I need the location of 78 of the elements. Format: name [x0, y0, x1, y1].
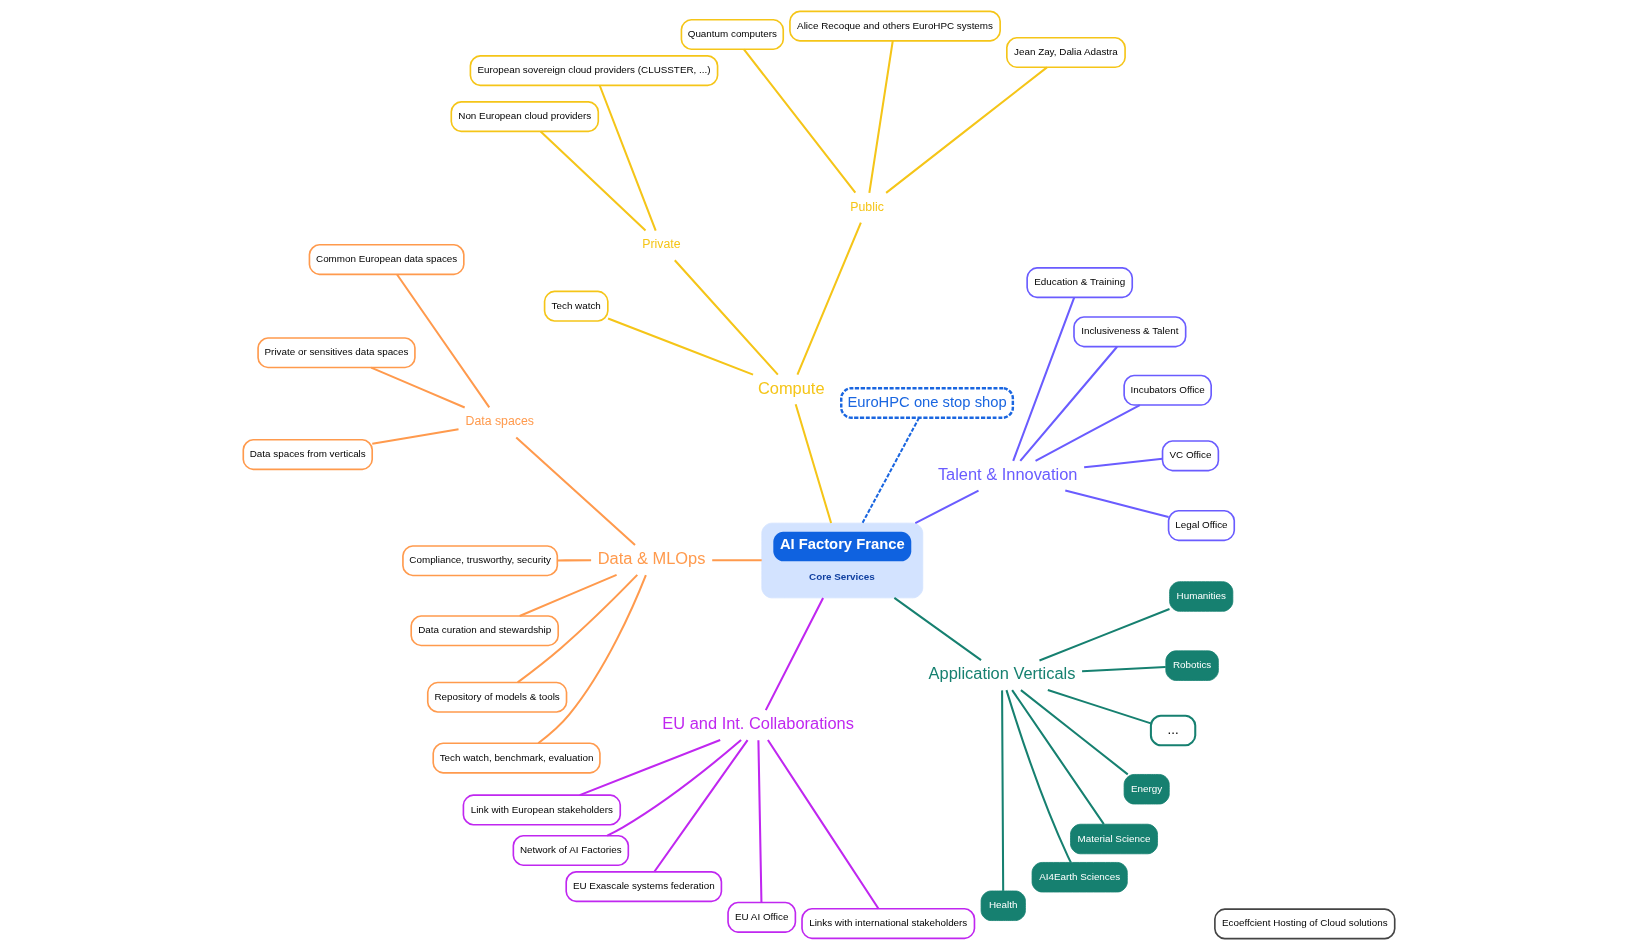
connector — [1011, 689, 1105, 825]
connector — [1005, 689, 1072, 863]
connector — [794, 403, 833, 524]
connector — [712, 559, 762, 562]
connector — [539, 130, 647, 232]
node-box: EuroHPC one stop shop — [840, 386, 1015, 419]
connector — [1084, 457, 1163, 469]
connector — [796, 222, 862, 375]
connector — [893, 597, 982, 662]
connector — [1035, 404, 1141, 462]
connector — [1082, 665, 1166, 673]
connector — [861, 417, 920, 524]
node-text: Talent & Innovation — [937, 464, 1078, 483]
node-box: VC Office — [1161, 440, 1220, 472]
connector — [868, 40, 894, 194]
connector — [598, 85, 657, 231]
node-box: EU Exascale systems federation — [565, 871, 723, 903]
node-box: Robotics — [1165, 650, 1219, 681]
node-box: Quantum computers — [680, 18, 785, 51]
connector — [396, 273, 491, 408]
connector — [1001, 690, 1005, 891]
node-box: ... — [1149, 714, 1197, 747]
node-box: Repository of models & tools — [426, 681, 568, 713]
node-box: Education & Training — [1026, 267, 1134, 299]
connector — [515, 436, 636, 546]
connector — [1012, 297, 1076, 462]
node-box: Link with European stakeholders — [462, 794, 622, 826]
node-box: Inclusiveness & Talent — [1073, 316, 1187, 348]
node-box: Health — [980, 890, 1026, 921]
node-box: Data curation and stewardship — [410, 615, 560, 647]
node-box: Tech watch, benchmark, evaluation — [432, 742, 601, 774]
node-box: Data spaces from verticals — [242, 439, 373, 471]
connector — [1047, 689, 1152, 725]
node-box: Material Science — [1070, 823, 1158, 855]
node-box: European sovereign cloud providers (CLUSSTER, ...) — [469, 55, 719, 87]
connector — [764, 597, 824, 711]
node-box: Private or sensitives data spaces — [257, 337, 416, 369]
connector — [557, 559, 592, 562]
connector — [1039, 608, 1170, 662]
connector — [517, 574, 639, 684]
connector — [1065, 489, 1169, 519]
connector — [537, 574, 647, 745]
connector — [767, 739, 880, 910]
node-box: AI4Earth Sciences — [1031, 862, 1128, 893]
connector — [1019, 346, 1118, 462]
node-box: EU AI Office — [727, 901, 797, 933]
node-text: Application Verticals — [928, 664, 1076, 683]
node-box: Common European data spaces — [308, 243, 465, 276]
node-text: Private — [642, 237, 681, 252]
connector — [757, 740, 763, 903]
connector — [885, 66, 1048, 194]
node-text: Public — [850, 199, 884, 214]
node-box: Alice Recoque and others EuroHPC systems — [789, 10, 1001, 42]
node-box: Links with international stakeholders — [801, 907, 976, 940]
node-box: Compliance, trusworthy, security — [402, 545, 559, 577]
node-box: Incubators Office — [1123, 374, 1212, 406]
connector — [674, 259, 779, 376]
node-box: Tech watch — [543, 290, 609, 322]
connector — [653, 739, 749, 873]
connector — [519, 573, 617, 617]
node-box: Network of AI Factories — [512, 834, 630, 867]
node-box: AI Factory France Core Services — [761, 522, 924, 599]
node-text: Compute — [757, 378, 825, 397]
connector — [607, 317, 754, 376]
node-box: Legal Office — [1167, 509, 1236, 542]
node-box: Non European cloud providers — [450, 101, 600, 133]
connector — [743, 48, 857, 194]
node-text: Data & MLOps — [597, 549, 706, 568]
node-box: Humanities — [1169, 581, 1234, 612]
connector — [914, 489, 979, 524]
connector — [370, 366, 466, 409]
node-box: Energy — [1123, 774, 1170, 805]
connector — [1020, 689, 1129, 776]
node-box: Ecoeffcient Hosting of Cloud solutions — [1214, 908, 1396, 940]
node-text: Data spaces — [465, 414, 534, 429]
connector — [372, 428, 459, 445]
node-text: EU and Int. Collaborations — [662, 714, 854, 733]
node-box: Jean Zay, Dalia Adastra — [1006, 36, 1126, 69]
